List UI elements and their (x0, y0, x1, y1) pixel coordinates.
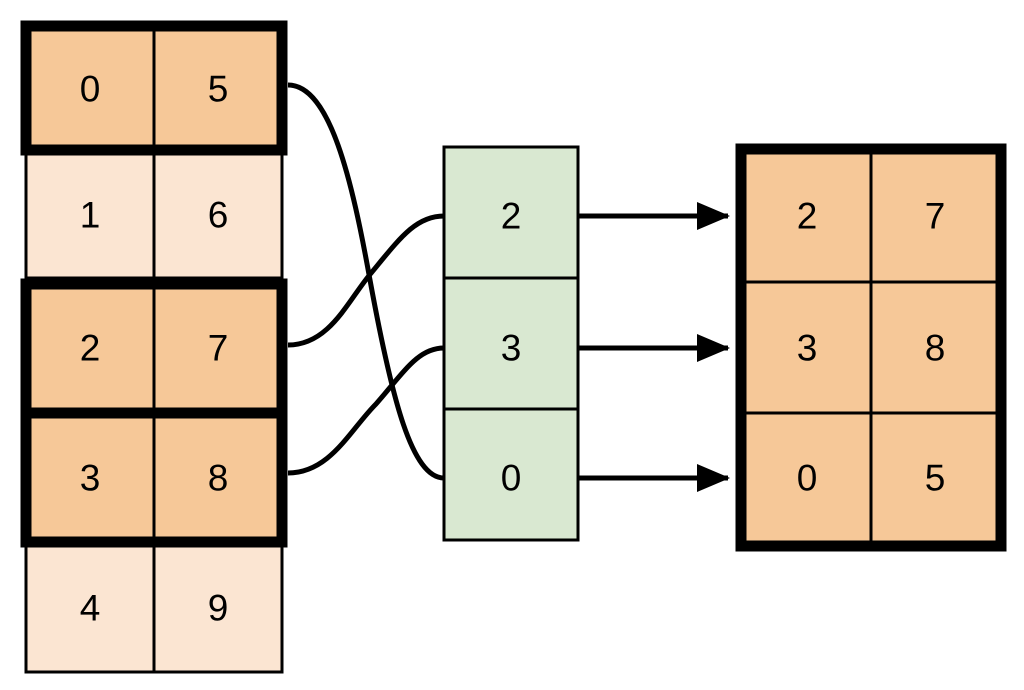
index-cell-2[interactable] (442, 407, 580, 542)
result-cell-2-1[interactable] (869, 411, 1001, 546)
source-cell-4-1[interactable] (152, 542, 284, 674)
connector-row0-to-index2 (287, 82, 445, 481)
index-cell-2-label: 0 (501, 458, 522, 499)
source-row-3[interactable]: 3 8 (24, 412, 284, 544)
source-cell-2-1[interactable] (152, 282, 284, 414)
source-cell-3-0-label: 3 (80, 458, 101, 499)
connector-row2-to-index0 (287, 213, 445, 348)
source-row-2[interactable]: 2 7 (24, 282, 284, 414)
source-table: 0 5 1 6 2 7 3 8 (20, 20, 288, 674)
source-cell-2-1-label: 7 (208, 328, 229, 369)
result-cell-0-1-label: 7 (925, 196, 946, 237)
index-cell-0-label: 2 (501, 196, 522, 237)
source-cell-4-0-label: 4 (80, 588, 101, 629)
result-row-2[interactable]: 0 5 (741, 411, 1001, 546)
result-arrows (578, 201, 731, 492)
result-cell-0-0-label: 2 (797, 196, 818, 237)
source-cell-3-1-label: 8 (208, 458, 229, 499)
source-row-4[interactable]: 4 9 (24, 542, 284, 674)
result-cell-1-0-label: 3 (797, 328, 818, 369)
source-cell-3-1[interactable] (152, 412, 284, 544)
result-table-highlight (735, 143, 1007, 552)
source-cell-1-1[interactable] (152, 148, 284, 280)
index-column: 2 3 0 (442, 145, 580, 542)
result-cell-1-1-label: 8 (925, 328, 946, 369)
result-table: 2 7 3 8 0 5 (735, 143, 1007, 552)
result-cell-2-0-label: 0 (797, 458, 818, 499)
source-cell-1-1-label: 6 (208, 195, 229, 236)
source-row-0[interactable]: 0 5 (24, 24, 284, 152)
result-row-1[interactable]: 3 8 (741, 280, 1001, 415)
connector-row3-to-index1 (287, 345, 445, 476)
source-cell-4-1-label: 9 (208, 588, 229, 629)
source-row-1[interactable]: 1 6 (24, 148, 284, 280)
source-cell-0-0-label: 0 (80, 69, 101, 110)
source-row-0-highlight (20, 20, 288, 156)
index-cell-1-label: 3 (501, 328, 522, 369)
source-cell-2-0-label: 2 (80, 328, 101, 369)
source-cell-1-0-label: 1 (80, 195, 101, 236)
result-cell-2-1-label: 5 (925, 458, 946, 499)
result-row-0[interactable]: 2 7 (741, 149, 1001, 284)
source-cell-0-1-label: 5 (208, 69, 229, 110)
index-cell-1[interactable] (442, 276, 580, 411)
result-cell-2-0[interactable] (741, 411, 873, 546)
connector-curves (287, 82, 445, 481)
source-cell-4-0[interactable] (24, 542, 156, 674)
result-cell-1-1[interactable] (869, 280, 1001, 415)
source-cell-0-1[interactable] (152, 24, 284, 152)
